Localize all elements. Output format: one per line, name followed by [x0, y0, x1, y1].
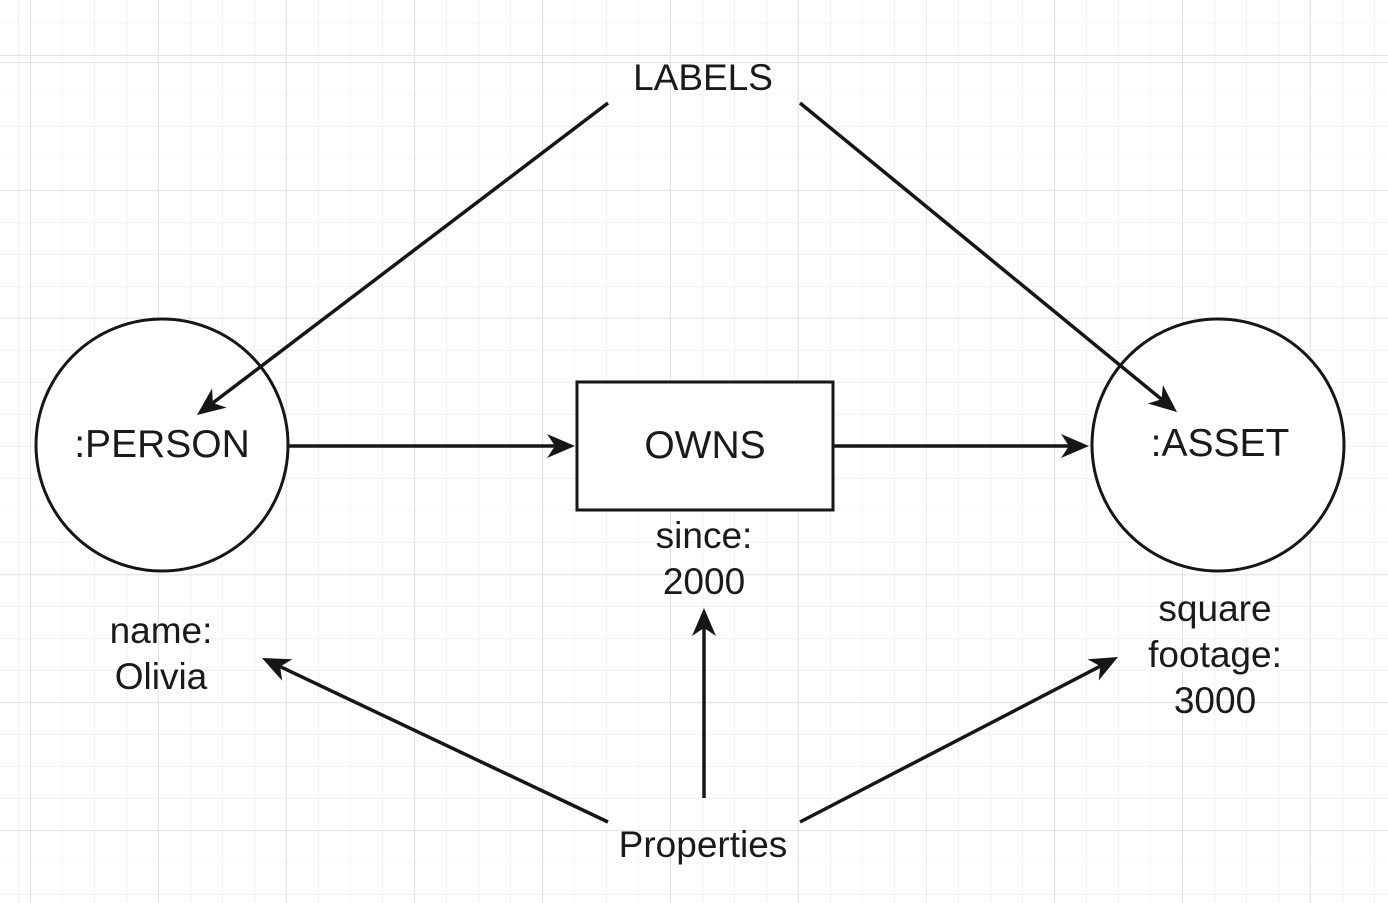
- properties-to-relationship-property-arrow: [692, 608, 716, 798]
- arrowhead-icon: [262, 658, 293, 681]
- asset-node-circle: [1090, 317, 1346, 573]
- labels-annotation: LABELS: [633, 57, 773, 98]
- person-node-label: :PERSON: [74, 423, 250, 466]
- arrowhead-icon: [547, 434, 575, 458]
- person-property-text: name: Olivia: [109, 610, 213, 697]
- properties-to-person-property-arrow: [262, 658, 609, 824]
- owns-relationship-label: OWNS: [644, 424, 766, 467]
- arrowhead-icon: [197, 388, 227, 415]
- relationship-property-text: since: 2000: [655, 515, 753, 602]
- owns-relationship-box: [575, 380, 835, 512]
- owns-to-asset-arrow: [834, 434, 1089, 458]
- asset-property-text: square footage: 3000: [1148, 588, 1282, 721]
- labels-to-person-arrow: [197, 101, 610, 415]
- asset-node-label: :ASSET: [1150, 422, 1290, 465]
- labels-to-asset-arrow: [798, 101, 1177, 412]
- arrowhead-icon: [1087, 657, 1118, 681]
- properties-to-asset-property-arrow: [799, 657, 1118, 824]
- arrowhead-icon: [1061, 434, 1089, 458]
- arrowhead-icon: [1147, 385, 1177, 412]
- properties-annotation: Properties: [618, 824, 788, 865]
- arrowhead-icon: [692, 608, 716, 636]
- person-to-owns-arrow: [288, 434, 575, 458]
